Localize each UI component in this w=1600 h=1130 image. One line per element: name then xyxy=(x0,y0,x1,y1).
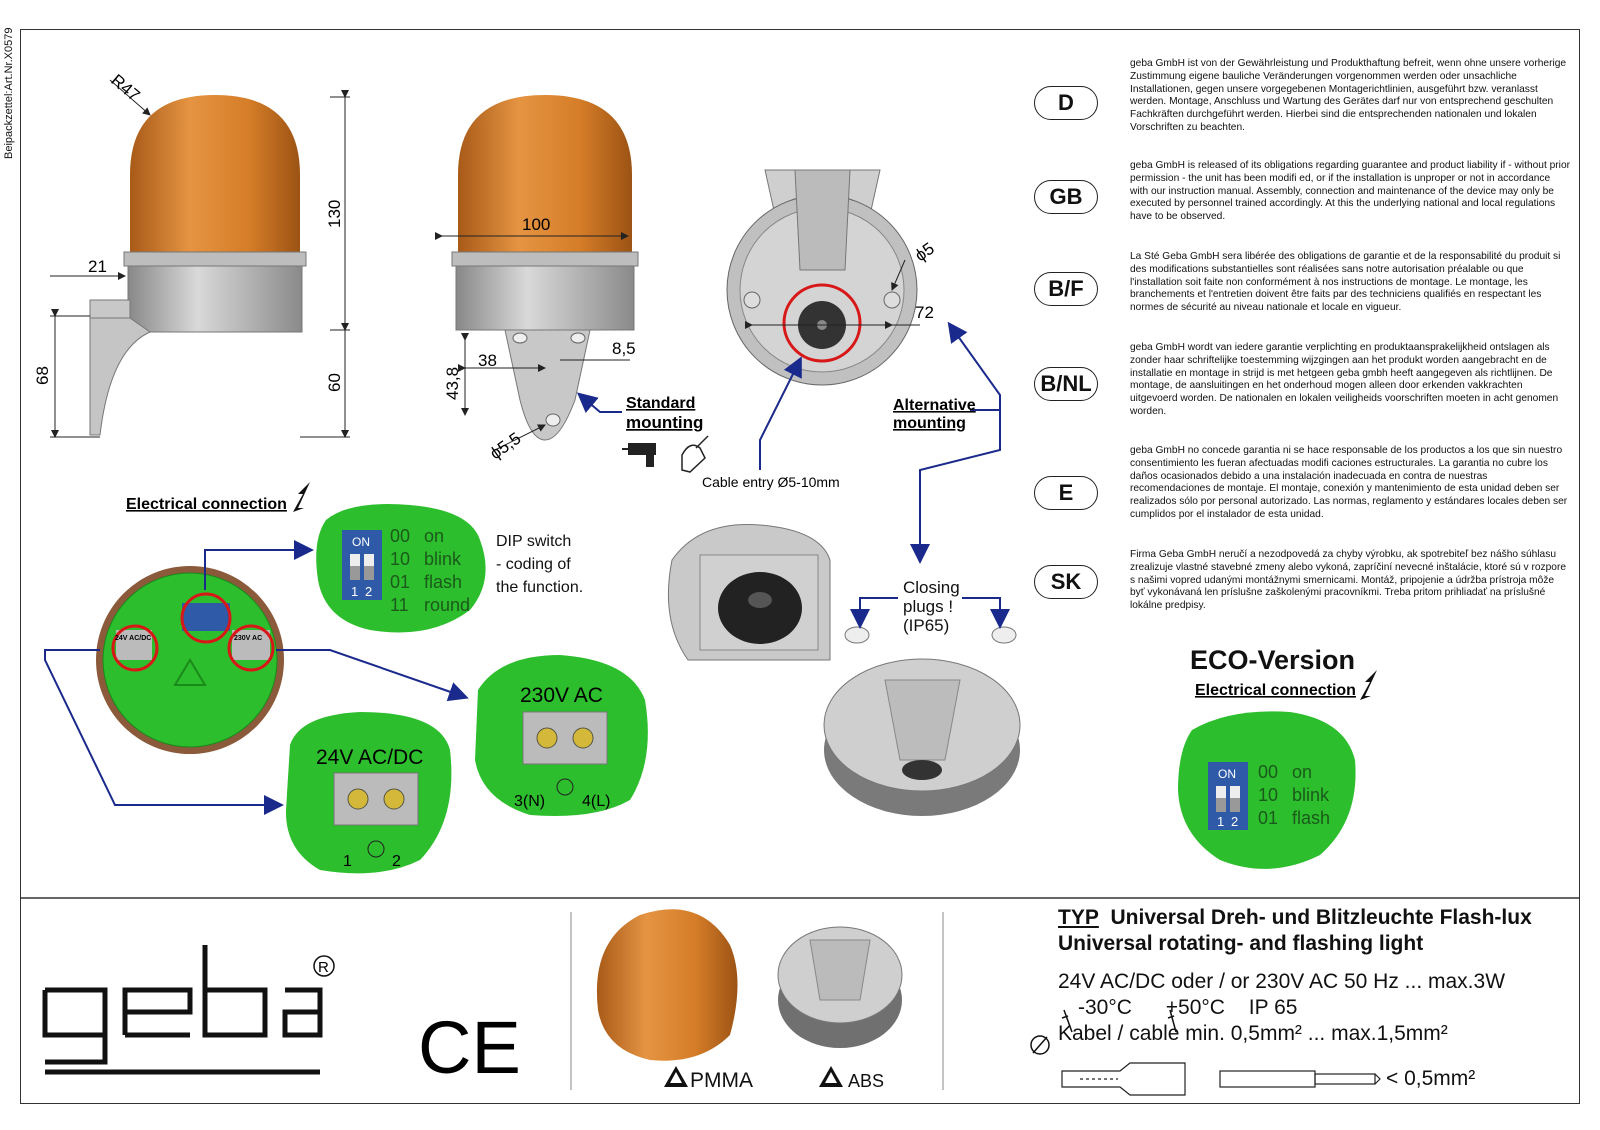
lang-text-bnl: geba GmbH wordt van iedere garantie verp… xyxy=(1130,342,1559,417)
lang-text-gb: geba GmbH is released of its obligations… xyxy=(1130,160,1571,223)
dip-switch-description: DIP switch - coding of the function. xyxy=(496,530,606,599)
ip-rating: IP 65 xyxy=(1248,996,1298,1019)
eco-version-title: ECO-Version xyxy=(1190,645,1356,675)
title-en: Universal rotating- and flashing light xyxy=(1058,932,1424,955)
dip-desc-line-3: the function. xyxy=(496,579,584,596)
abs-label: ABS xyxy=(848,1071,885,1091)
closing-plugs-label: Closing plugs ! (IP65) xyxy=(903,578,960,635)
lang-text-sk: Firma Geba GmbH neručí a nezodpovedá za … xyxy=(1130,549,1567,612)
cable-spec-line: Kabel / cable min. 0,5mm² ... max.1,5mm² xyxy=(1058,1022,1578,1046)
lang-badge-e: E xyxy=(1034,476,1098,510)
closing-line-1: Closing xyxy=(903,578,960,597)
wire-size-label: < 0,5mm² xyxy=(1386,1067,1476,1090)
product-type-block: TYP Universal Dreh- und Blitzleuchte Fla… xyxy=(1058,906,1578,1046)
lang-badge-gb: GB xyxy=(1034,180,1098,214)
cable-spec: Kabel / cable min. 0,5mm² ... max.1,5mm² xyxy=(1058,1022,1448,1045)
lang-badge-sk: SK xyxy=(1034,565,1098,599)
lang-text-bf: La Sté Geba GmbH sera libérée des obliga… xyxy=(1130,251,1561,314)
dip-desc-line-1: DIP switch xyxy=(496,533,572,550)
title-de-line: TYP Universal Dreh- und Blitzleuchte Fla… xyxy=(1058,906,1578,930)
temp-high: +50°C xyxy=(1165,996,1225,1019)
dip-desc-line-2: - coding of xyxy=(496,556,571,573)
temp-low: -30°C xyxy=(1078,996,1132,1019)
voltage-spec: 24V AC/DC oder / or 230V AC 50 Hz ... ma… xyxy=(1058,970,1506,993)
temp-ip-spec: -30°C +50°C IP 65 xyxy=(1058,996,1578,1020)
lang-text-e: geba GmbH no concede garantia ni se hace… xyxy=(1130,445,1568,520)
lang-badge-bnl: B/NL xyxy=(1034,367,1098,401)
lang-badge-d: D xyxy=(1034,86,1098,120)
side-article-label: Beipackzettel:Art.Nr.X0579 xyxy=(3,28,15,160)
lang-badge-bf: B/F xyxy=(1034,272,1098,306)
pmma-label: PMMA xyxy=(690,1069,753,1092)
page-frame xyxy=(20,29,1580,1104)
closing-line-2: plugs ! xyxy=(903,597,954,616)
lang-text-d: geba GmbH ist von der Gewährleistung und… xyxy=(1130,58,1567,133)
closing-line-3: (IP65) xyxy=(903,616,950,635)
title-de: Universal Dreh- und Blitzleuchte Flash-l… xyxy=(1110,906,1532,929)
typ-label: TYP xyxy=(1058,906,1099,929)
